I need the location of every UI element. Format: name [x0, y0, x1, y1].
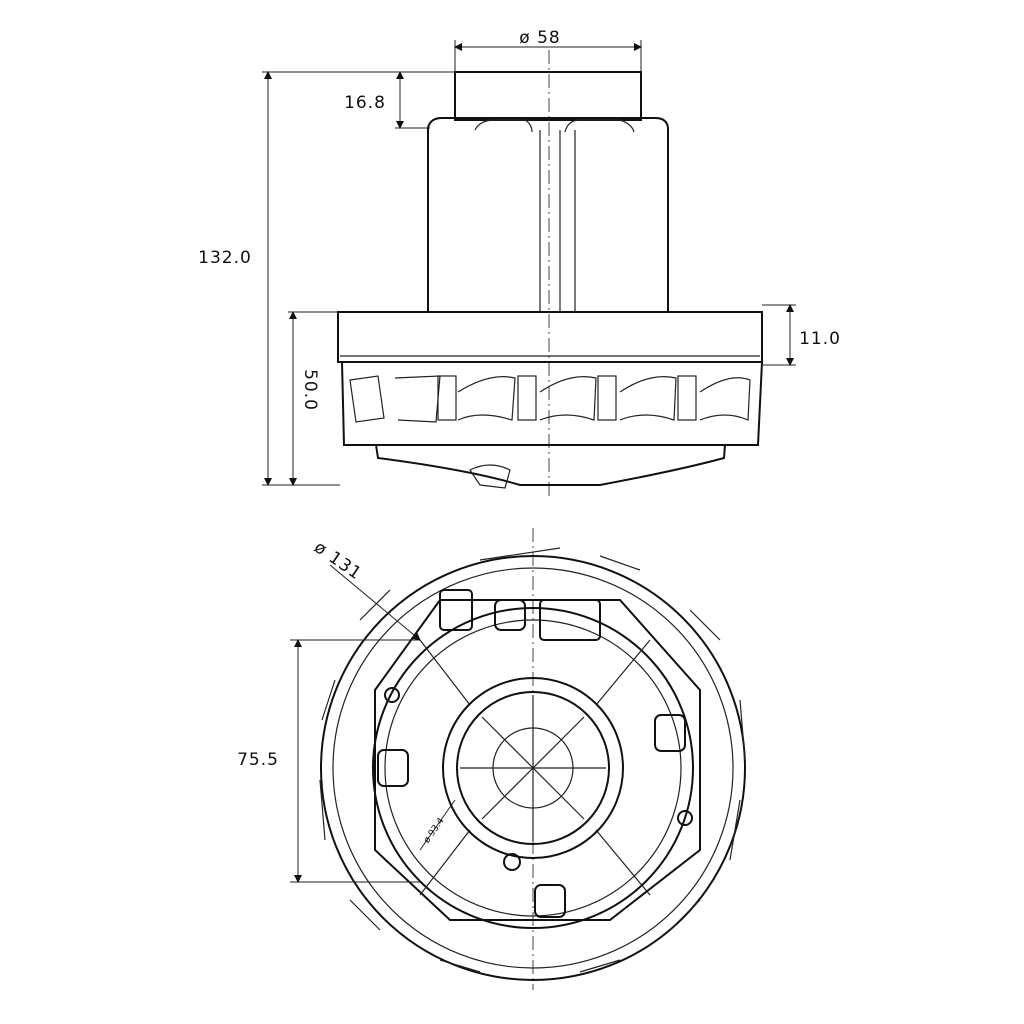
impeller: [460, 695, 606, 841]
outer-ring: [320, 555, 746, 981]
fan-ring: [341, 361, 763, 446]
dim-mount-spacing: 75.5: [237, 750, 279, 770]
dim-top-diameter: ø 58: [519, 28, 560, 48]
bottom-dome: [375, 444, 726, 486]
dim-lower-height: 50.0: [300, 369, 320, 411]
dim-outer-diameter: ø 131: [310, 537, 365, 584]
bottom-view: 75.5 ø 131 ø 93.4: [237, 528, 746, 990]
fan-blades: [349, 375, 751, 423]
hub-outer: [442, 677, 624, 859]
top-cap: [454, 71, 642, 121]
motor-housing: [427, 117, 669, 312]
hub-inner: [456, 691, 610, 845]
brush-holder-frame: [374, 599, 701, 921]
dim-total-height: 132.0: [198, 248, 252, 268]
outer-fins: [319, 547, 746, 973]
side-view: ø 58 16.8 132.0 50.0 11.0: [198, 28, 841, 500]
inner-ring: [372, 607, 694, 929]
flange: [337, 311, 763, 363]
dim-inner-diameter: ø 93.4: [422, 816, 447, 845]
mount-tabs: [377, 589, 693, 918]
dim-cap-height: 16.8: [344, 93, 386, 113]
spokes: [419, 639, 651, 896]
dim-flange-height: 11.0: [799, 329, 841, 349]
